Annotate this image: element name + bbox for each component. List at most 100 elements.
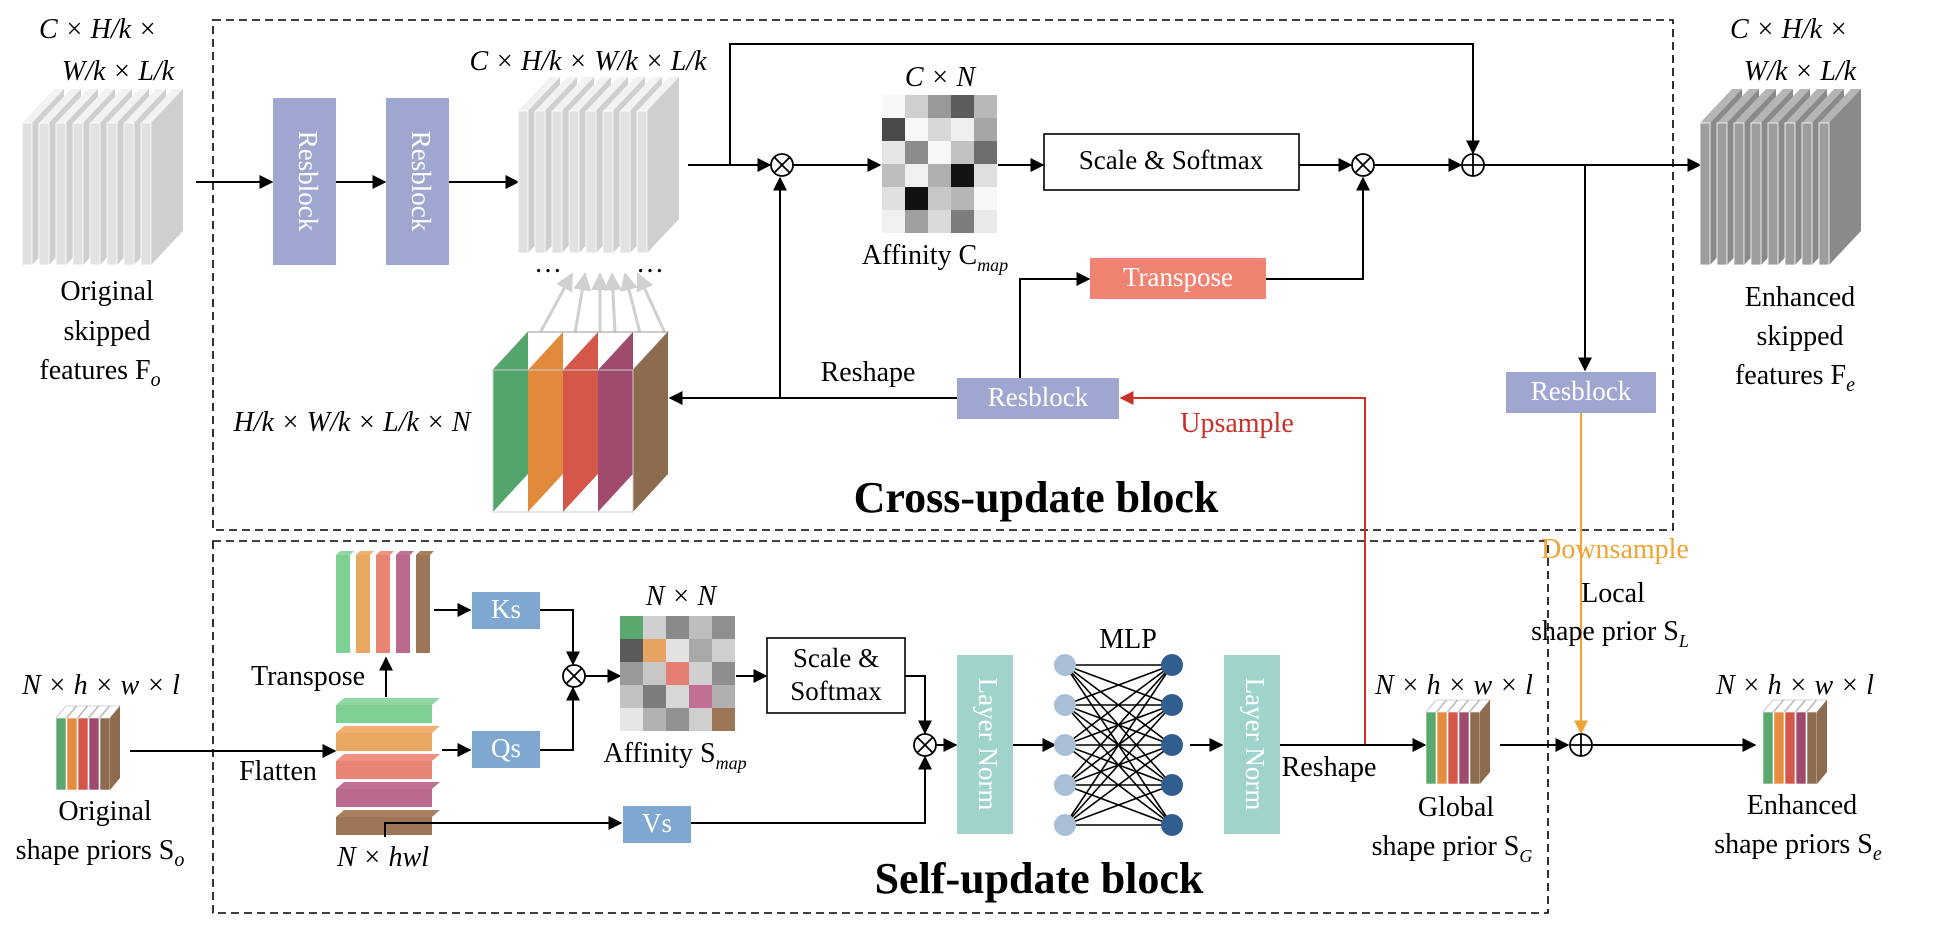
layer-norm-2 (1224, 655, 1280, 834)
mlp-edge (1064, 664, 1173, 786)
output-priors-label: Enhanced (1747, 790, 1857, 821)
mlp-output-node (1161, 734, 1183, 756)
scale-softmax-box-self (766, 637, 906, 714)
mlp-edge (1064, 784, 1173, 826)
prior-slab (1436, 699, 1458, 785)
affinity-cell (689, 685, 712, 708)
arrow (905, 675, 932, 735)
affinity-cell (905, 141, 928, 164)
affinity-s-label: Affinity Smap (603, 738, 746, 773)
mlp-output-node (1161, 654, 1183, 676)
skip-connection (729, 43, 1480, 165)
multiply-op-1-cross (773, 156, 791, 174)
affinity-s-dims: N × N (645, 581, 718, 612)
mlp-edge (1064, 664, 1173, 706)
mlp-edge (1064, 744, 1173, 826)
affinity-cell (666, 616, 689, 639)
layer-norm-1-label: Layer Norm (973, 678, 1003, 811)
input-priors-dims: N × h × w × l (21, 670, 180, 701)
cross-update-block-frame (212, 19, 1674, 531)
affinity-cell (951, 210, 974, 233)
affinity-cell (666, 708, 689, 731)
arrow (540, 686, 580, 751)
affinity-cell (905, 118, 928, 141)
prior-slab (77, 705, 99, 791)
local-prior-label: shape prior SL (1531, 616, 1689, 651)
affinity-cell (951, 164, 974, 187)
output-priors-dims: N × h × w × l (1715, 670, 1874, 701)
resblock-2 (386, 98, 449, 265)
affinity-cell (620, 708, 643, 731)
prior-side (1480, 700, 1490, 784)
feature-slab (1818, 89, 1861, 266)
mid-features-dims: C × H/k × W/k × L/k (469, 46, 707, 77)
mlp-output-node (1161, 774, 1183, 796)
affinity-cell (712, 662, 735, 685)
affinity-cell (620, 662, 643, 685)
affinity-cell (689, 639, 712, 662)
affinity-cell (643, 662, 666, 685)
prior-slab (1795, 699, 1817, 785)
affinity-cell (882, 141, 905, 164)
ks-box (472, 592, 540, 629)
resblock-3 (957, 378, 1119, 419)
arrow (540, 609, 580, 666)
output-features-label: features Fe (1735, 360, 1855, 396)
mlp-edge (1064, 704, 1173, 826)
multiply-op-4-cross (916, 736, 934, 754)
resblock-1-label: Resblock (293, 131, 323, 232)
affinity-cell (928, 118, 951, 141)
affinity-cell (974, 141, 997, 164)
affinity-cell (712, 639, 735, 662)
mlp-output-node (1161, 814, 1183, 836)
ellipsis: … (636, 248, 664, 279)
upsample-label: Upsample (1180, 408, 1294, 439)
transpose-label-self: Transpose (251, 661, 365, 692)
input-features-label: skipped (63, 316, 150, 347)
scale-softmax-label: Scale & Softmax (1079, 145, 1264, 175)
mlp-label: MLP (1099, 624, 1157, 655)
layer-norm-1 (957, 655, 1013, 834)
prior-slab (88, 705, 110, 791)
affinity-cell (620, 616, 643, 639)
mlp-input-node (1054, 734, 1076, 756)
transposed-stack (336, 551, 434, 653)
affinity-cell (928, 95, 951, 118)
affinity-cell (689, 708, 712, 731)
affinity-cell (882, 118, 905, 141)
affinity-cell (905, 164, 928, 187)
affinity-cell (974, 95, 997, 118)
output-features-label: skipped (1756, 321, 1843, 352)
mlp-input-node (1054, 774, 1076, 796)
affinity-c-map (882, 95, 997, 233)
self-update-title: Self-update block (875, 854, 1204, 903)
prior-slab (1762, 699, 1784, 785)
affinity-c-label: Affinity Cmap (862, 240, 1008, 275)
vs-wire-done (384, 816, 623, 836)
transpose-box (1090, 258, 1266, 299)
feature-slab (636, 77, 679, 254)
affinity-cell (666, 685, 689, 708)
affinity-cell (620, 685, 643, 708)
scale-softmax-box (1043, 133, 1300, 191)
add-op-2-plus (1570, 734, 1592, 756)
input-priors-label: Original (58, 796, 152, 827)
affinity-s-map (620, 616, 735, 731)
prior-slab (1447, 699, 1469, 785)
prior-slab (66, 705, 88, 791)
affinity-cell (951, 118, 974, 141)
cross-update-title: Cross-update block (854, 473, 1219, 522)
mid-feature-stack (517, 77, 679, 254)
affinity-cell (951, 95, 974, 118)
input-priors-label: shape priors So (16, 835, 185, 871)
affinity-cell (882, 210, 905, 233)
vs-label: Vs (642, 808, 672, 838)
affinity-cell (974, 210, 997, 233)
affinity-cell (620, 639, 643, 662)
qs-box (472, 731, 540, 768)
output-priors-label: shape priors Se (1714, 829, 1882, 865)
flatten-label: Flatten (239, 756, 317, 787)
ellipsis: … (534, 248, 562, 279)
affinity-cell (905, 210, 928, 233)
affinity-cell (643, 685, 666, 708)
